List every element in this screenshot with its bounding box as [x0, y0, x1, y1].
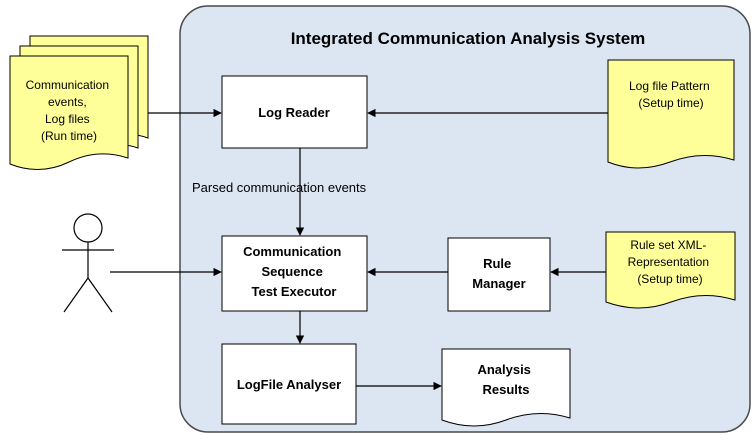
analysis-results-document: Analysis Results — [441, 348, 571, 427]
logfile-analyser-box: LogFile Analyser — [221, 343, 357, 425]
svg-text:Log file Pattern (Setup: Log file Pattern (Setup time) — [629, 79, 713, 110]
executor-line-2: Sequence — [261, 264, 322, 279]
rule-manager-line-1: Rule — [483, 256, 511, 271]
analysis-results-line-2: Results — [483, 382, 530, 397]
svg-text:Rule set XML- Representa: Rule set XML- Representation (Setup time… — [628, 238, 713, 286]
analysis-results-line-1: Analysis — [477, 362, 530, 377]
events-doc-line-3: Log files — [45, 112, 90, 126]
rule-manager-box: Rule Manager — [447, 237, 551, 312]
user-actor-icon — [62, 213, 114, 313]
events-doc-line-2: events, — [48, 95, 87, 109]
rule-manager-line-2: Manager — [472, 276, 525, 291]
rule-set-line-1: Rule set XML- — [630, 238, 706, 252]
log-pattern-document: Log file Pattern (Setup time) — [607, 59, 735, 169]
events-document-stack: Communication events, Log files (Run tim… — [9, 35, 149, 170]
log-reader-label: Log Reader — [258, 105, 330, 120]
log-pattern-line-1: Log file Pattern — [629, 79, 710, 93]
events-doc-line-1: Communication — [26, 78, 109, 92]
log-reader-box: Log Reader — [221, 75, 368, 149]
executor-box: Communication Sequence Test Executor — [221, 235, 368, 312]
parsed-events-label: Parsed communication events — [192, 180, 367, 195]
rule-set-line-2: Representation — [628, 255, 709, 269]
logfile-analyser-label: LogFile Analyser — [237, 377, 341, 392]
system-title: Integrated Communication Analysis System — [291, 29, 646, 48]
executor-line-1: Communication — [243, 244, 341, 259]
executor-line-3: Test Executor — [251, 284, 336, 299]
log-pattern-line-2: (Setup time) — [638, 96, 703, 110]
svg-text:Analysis Results: Analysis Results — [477, 362, 534, 397]
rule-set-document: Rule set XML- Representation (Setup time… — [605, 231, 736, 309]
rule-set-line-3: (Setup time) — [637, 272, 702, 286]
svg-text:Communication events,: Communication events, Log files (Run tim… — [26, 78, 113, 143]
svg-text:Rule Manager: Rule Manager — [472, 256, 525, 291]
svg-text:Communication Sequence: Communication Sequence Test Executor — [243, 244, 345, 299]
events-doc-line-4: (Run time) — [41, 129, 97, 143]
